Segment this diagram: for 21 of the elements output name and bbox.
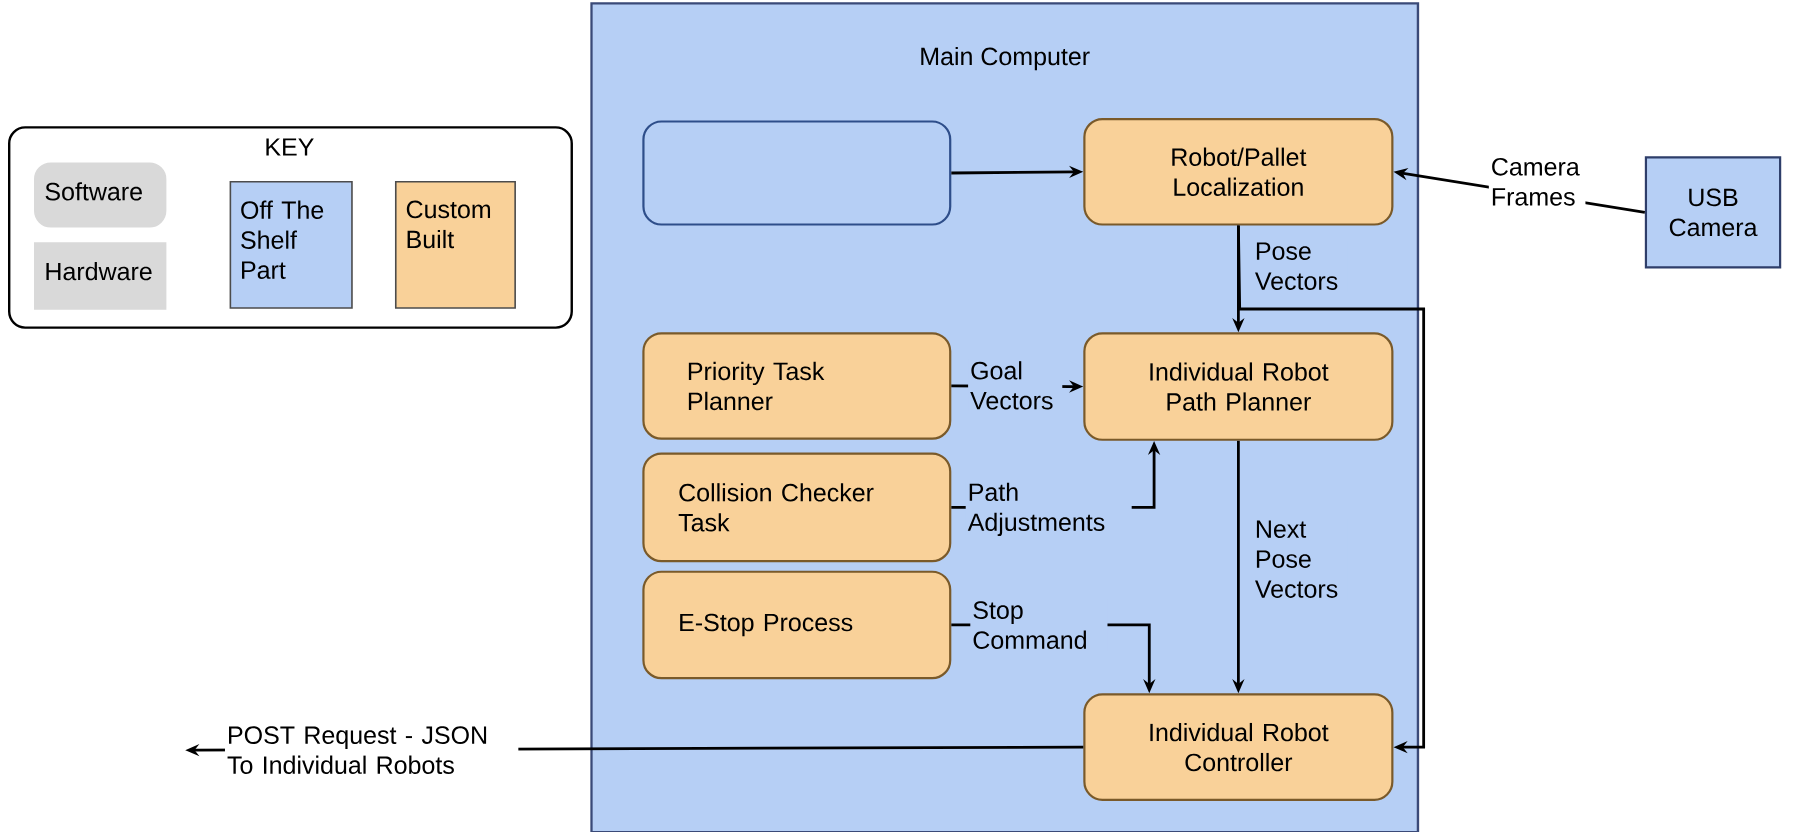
edge-label: Stop Command — [970, 599, 1108, 651]
process-box: Priority Task Planner — [642, 332, 952, 440]
edge-label: Path Adjustments — [965, 480, 1132, 538]
legend-item: Hardware — [34, 242, 167, 310]
edge-label: Next Pose Vectors — [1252, 518, 1348, 600]
legend-item: Software — [34, 162, 167, 228]
process-box: Collision Checker Task — [642, 452, 952, 563]
edge-label: Camera Frames — [1488, 155, 1586, 208]
process-box: Individual Robot Path Planner — [1083, 332, 1394, 441]
process-box: Individual Robot Controller — [1083, 693, 1394, 801]
edge-label: Pose Vectors — [1252, 240, 1348, 292]
edge-label: Goal Vectors — [968, 359, 1063, 412]
hardware-box: USB Camera — [1644, 156, 1782, 269]
key-title: KEY — [266, 138, 314, 156]
process-box: Robot/Pallet Localization — [1083, 117, 1394, 226]
process-box — [642, 120, 952, 226]
process-box: E-Stop Process — [642, 570, 952, 680]
edge-label: POST Request - JSON To Individual Robots — [225, 724, 519, 776]
arrow — [1237, 225, 1426, 754]
legend-item: Off The Shelf Part — [229, 180, 353, 309]
legend-item: Custom Built — [394, 180, 516, 309]
